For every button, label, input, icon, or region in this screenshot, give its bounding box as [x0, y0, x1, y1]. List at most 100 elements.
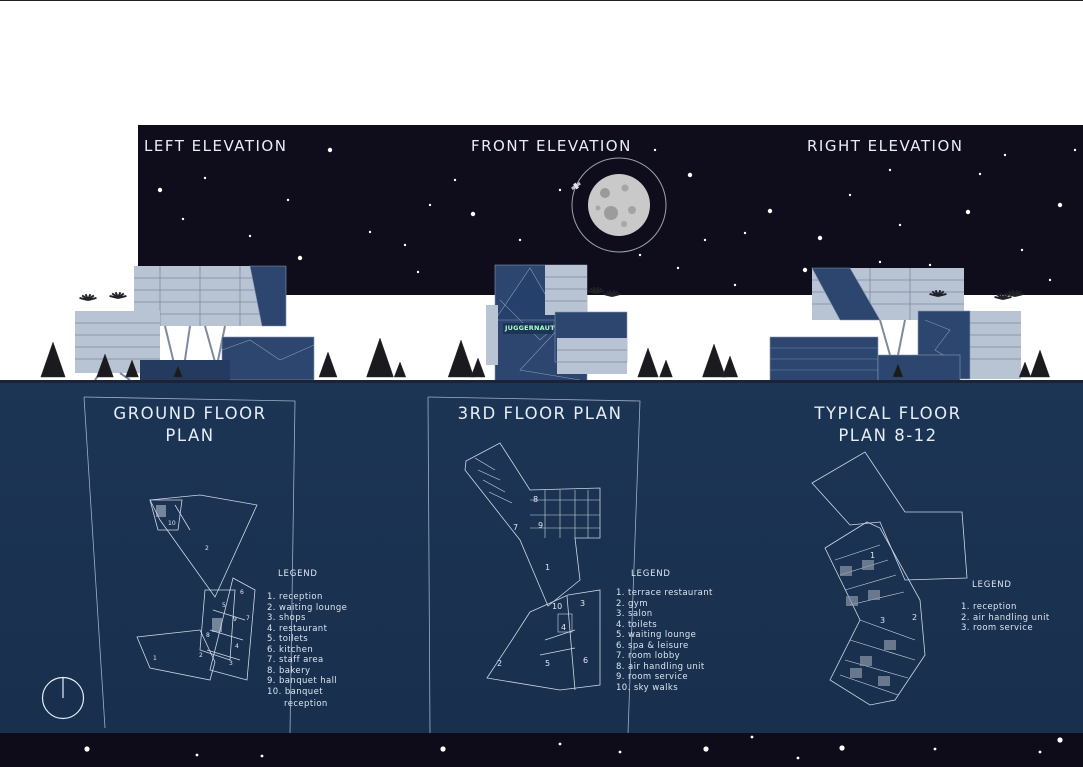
ground-room-number: 1	[153, 655, 157, 662]
star-icon	[928, 263, 932, 267]
legend-item: 1. terrace restaurant	[616, 588, 713, 598]
tree-icon	[318, 351, 338, 378]
legend-item: 9. banquet hall	[267, 676, 338, 686]
star-icon	[558, 188, 562, 192]
third-floor-plan-title: 3RD FLOOR PLAN	[457, 404, 623, 423]
star-icon	[1073, 148, 1077, 152]
legend-item: 9. room service	[616, 672, 688, 682]
tree-icon	[659, 359, 673, 378]
tree-icon	[637, 347, 659, 378]
star-icon	[84, 746, 90, 752]
ground-room-number: 4	[235, 643, 239, 650]
typical-room-number: 2	[912, 613, 917, 622]
star-icon	[1038, 750, 1042, 754]
legend-item: 4. restaurant	[267, 623, 328, 634]
star-icon	[965, 209, 971, 215]
star-icon	[687, 172, 693, 178]
third-room-number: 7	[513, 523, 518, 532]
third-room-number: 1	[545, 563, 550, 572]
star-icon	[416, 270, 420, 274]
star-icon	[676, 266, 680, 270]
star-icon	[260, 754, 264, 758]
legend-item: reception	[284, 699, 328, 709]
third-legend-title: LEGEND	[631, 569, 671, 579]
palm-tree-icon	[603, 289, 621, 297]
legend-item: 6. kitchen	[267, 644, 314, 655]
star-icon	[653, 148, 657, 152]
star-icon	[1057, 202, 1063, 208]
star-icon	[403, 243, 407, 247]
star-icon	[750, 735, 754, 739]
left-elevation-building	[75, 265, 315, 381]
front-elevation-building	[486, 264, 628, 382]
ground-floor-plan-title-line2: PLAN	[165, 426, 215, 445]
star-icon	[368, 230, 372, 234]
star-icon	[327, 147, 333, 153]
ground-room-number: 5	[222, 602, 226, 609]
star-icon	[453, 178, 457, 182]
star-icon	[558, 742, 562, 746]
typical-legend-title: LEGEND	[972, 580, 1012, 590]
typical-legend: 1. reception 2. air handling unit 3. roo…	[961, 602, 1050, 634]
ground-floor-plan-title-line1: GROUND FLOOR	[113, 404, 267, 423]
star-icon	[898, 223, 902, 227]
star-icon	[839, 745, 845, 751]
typical-room-number: 3	[880, 616, 885, 625]
legend-item: 4. toilets	[616, 619, 658, 630]
star-icon	[1048, 278, 1052, 282]
typical-floor-plan-title-line1: TYPICAL FLOOR	[814, 404, 962, 423]
typical-floor-plan	[811, 451, 968, 706]
star-icon	[618, 750, 622, 754]
ground-site-boundary	[83, 396, 296, 734]
star-icon	[796, 756, 800, 760]
star-icon	[1003, 153, 1007, 157]
star-icon	[817, 235, 823, 241]
star-icon	[978, 172, 982, 176]
legend-item: 7. room lobby	[616, 651, 681, 661]
typical-floor-plan-title: TYPICAL FLOOR PLAN 8-12	[788, 403, 988, 447]
ground-room-number: 10	[168, 520, 176, 527]
ground-room-number: 3	[229, 660, 233, 667]
third-room-number: 6	[583, 656, 588, 665]
legend-item: 6. spa & leisure	[616, 640, 689, 651]
star-field	[157, 147, 1077, 287]
legend-item: 3. shops	[267, 613, 306, 623]
top-border	[0, 0, 1083, 1]
third-room-number: 5	[545, 659, 550, 668]
legend-item: 2. gym	[616, 598, 648, 609]
palm-tree-icon	[587, 286, 605, 294]
star-icon	[428, 203, 432, 207]
star-icon	[203, 176, 207, 180]
tree-icon	[702, 343, 726, 378]
star-icon	[878, 260, 882, 264]
bottom-night-strip	[0, 733, 1083, 767]
third-room-number: 2	[497, 659, 502, 668]
ground-room-number: 7	[246, 615, 250, 622]
star-icon	[802, 267, 808, 273]
third-floor-plan	[464, 442, 601, 691]
star-icon	[733, 283, 737, 287]
tree-icon	[721, 355, 739, 378]
satellite-icon	[571, 181, 581, 191]
ground-legend-title: LEGEND	[278, 569, 318, 579]
star-icon	[743, 231, 747, 235]
star-icon	[703, 238, 707, 242]
floor-plans-panel	[0, 383, 1083, 733]
typical-room-number: 1	[870, 551, 875, 560]
legend-item: 1. reception	[961, 602, 1017, 612]
tree-icon	[393, 361, 407, 378]
palm-tree-icon	[929, 289, 947, 297]
star-icon	[181, 217, 185, 221]
legend-item: 2. air handling unit	[961, 612, 1050, 623]
front-elevation-title: FRONT ELEVATION	[471, 137, 632, 155]
legend-item: 8. bakery	[267, 665, 311, 676]
tree-icon	[96, 353, 114, 378]
star-icon	[933, 747, 937, 751]
ground-room-number: 2	[199, 652, 203, 659]
tree-icon	[1030, 349, 1050, 378]
third-room-number: 3	[580, 599, 585, 608]
legend-item: 2. waiting lounge	[267, 602, 348, 613]
legend-item: 3. room service	[961, 623, 1033, 633]
star-icon	[767, 208, 773, 214]
legend-item: 10. banquet	[267, 686, 323, 697]
